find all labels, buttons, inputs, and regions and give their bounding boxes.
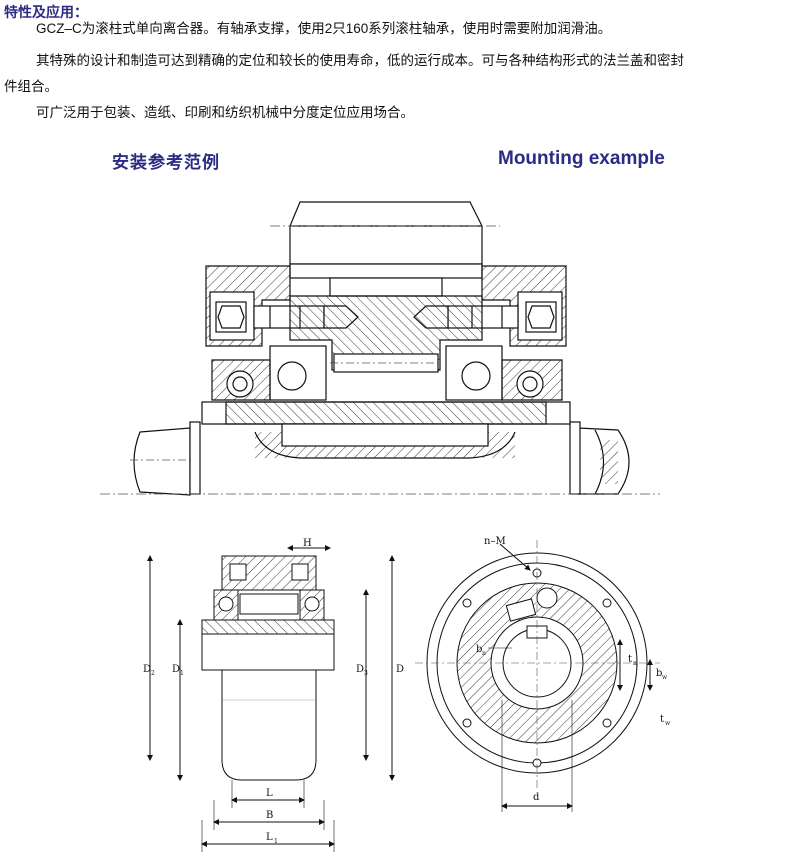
paragraph-3: 件组合。: [4, 79, 58, 94]
features-heading: 特性及应用：: [4, 4, 88, 20]
dim-tw: t: [660, 714, 664, 725]
dim-L1: L: [266, 832, 273, 843]
dim-tn: t: [628, 654, 632, 665]
dim-L1-sub: 1: [274, 838, 278, 845]
dim-nM: n–M: [484, 536, 506, 547]
dim-H: H: [303, 538, 312, 549]
dim-bn-sub: n: [482, 650, 486, 657]
dim-tw-sub: w: [665, 720, 671, 727]
clutch-body: [289, 295, 483, 371]
dim-D: D: [396, 664, 404, 675]
mounting-caption-cn: 安装参考范例: [112, 153, 220, 172]
paragraph-1: GCZ–C为滚柱式单向离合器。有轴承支撑，使用2只160系列滚柱轴承，使用时需要…: [36, 21, 612, 36]
paragraph-2: 其特殊的设计和制造可达到精确的定位和较长的使用寿命，低的运行成本。可与各种结构形…: [36, 53, 684, 68]
mounting-example-drawing: [100, 201, 660, 496]
dim-bw: b: [656, 668, 662, 679]
dim-d: d: [533, 792, 540, 803]
dimension-labels: H D 2 D 1 D 3 D L B L 1 n–M b n t n b w …: [143, 536, 671, 845]
dim-D3: D: [356, 664, 364, 675]
mounting-caption-en: Mounting example: [498, 148, 665, 169]
dim-D3-sub: 3: [364, 670, 368, 677]
shaft-outline: [133, 427, 191, 496]
gear-top: [289, 201, 483, 265]
dim-tn-sub: n: [633, 660, 637, 667]
dim-bw-sub: w: [662, 674, 668, 681]
dim-D2: D: [143, 664, 151, 675]
paragraph-4: 可广泛用于包装、造纸、印刷和纺织机械中分度定位应用场合。: [36, 105, 414, 120]
side-view-drawing: [147, 545, 395, 852]
front-view-drawing: [415, 540, 660, 812]
dim-L: L: [266, 788, 273, 799]
dim-bn: b: [476, 644, 482, 655]
dim-D2-sub: 2: [151, 670, 155, 677]
dim-D1: D: [172, 664, 180, 675]
dim-D1-sub: 1: [180, 670, 184, 677]
dim-B: B: [266, 810, 273, 821]
